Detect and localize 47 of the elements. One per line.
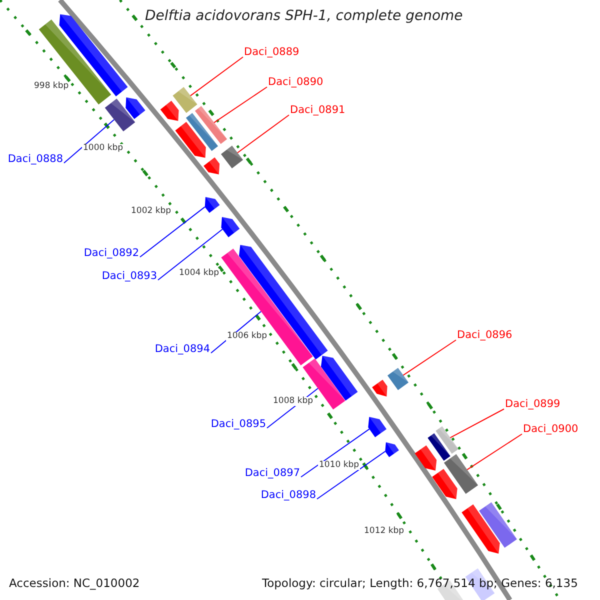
scale-label: 998 kbp	[33, 82, 70, 92]
gene-label: Daci_0891	[290, 105, 346, 117]
scale-label: 1010 kbp	[318, 461, 360, 470]
gene-feature	[444, 454, 478, 494]
gene-feature	[220, 146, 244, 168]
leader-line	[158, 228, 223, 280]
leader-line	[190, 56, 244, 96]
gene-label: Daci_0890	[268, 77, 324, 89]
gene-feature	[194, 106, 228, 144]
gene-feature	[436, 426, 458, 454]
gene-feature	[172, 87, 198, 113]
scale-label: 1008 kbp	[272, 397, 314, 406]
gene-label: Daci_0899	[505, 399, 560, 411]
leader-line	[402, 340, 456, 376]
gene-label: Daci_0900	[523, 424, 578, 436]
gene-feature	[385, 442, 399, 458]
leader-line	[466, 434, 522, 470]
leader-line	[316, 450, 386, 500]
gene-label: Daci_0889	[244, 47, 300, 59]
scale-label: 1002 kbp	[130, 207, 172, 216]
footer-text: Accession: NC_010002	[9, 577, 140, 590]
gene-feature	[368, 416, 386, 438]
leader-line	[64, 119, 115, 164]
gene-label: Daci_0897	[244, 468, 300, 480]
gene-label: Daci_0894	[154, 344, 210, 356]
gene-label: Daci_0895	[210, 419, 266, 431]
gene-label: Daci_0896	[457, 330, 512, 342]
gene-label: Daci_0892	[84, 248, 139, 260]
title: Delftia acidovorans SPH-1, complete genome	[145, 9, 463, 24]
leader-line	[140, 206, 206, 258]
scale-label: 1000 kbp	[82, 144, 124, 154]
leader-line	[214, 86, 268, 124]
gene-feature	[387, 368, 409, 390]
gene-feature	[204, 197, 220, 213]
leader-line	[300, 428, 370, 478]
gene-label: Daci_0898	[260, 490, 316, 502]
gene-feature	[104, 98, 136, 132]
scale-label: 1012 kbp	[363, 527, 406, 536]
scale-label: 1006 kbp	[226, 332, 268, 342]
gene-feature	[221, 248, 313, 366]
scale-label: 1004 kbp	[178, 269, 220, 278]
gene-label: Daci_0888	[8, 154, 63, 166]
gene-label: Daci_0893	[102, 271, 157, 283]
gene-feature	[221, 217, 240, 238]
leader-line	[450, 408, 504, 438]
footer-text: Topology: circular; Length: 6,767,514 bp; Genes: 6,135	[262, 577, 578, 590]
leader-line	[237, 114, 290, 154]
